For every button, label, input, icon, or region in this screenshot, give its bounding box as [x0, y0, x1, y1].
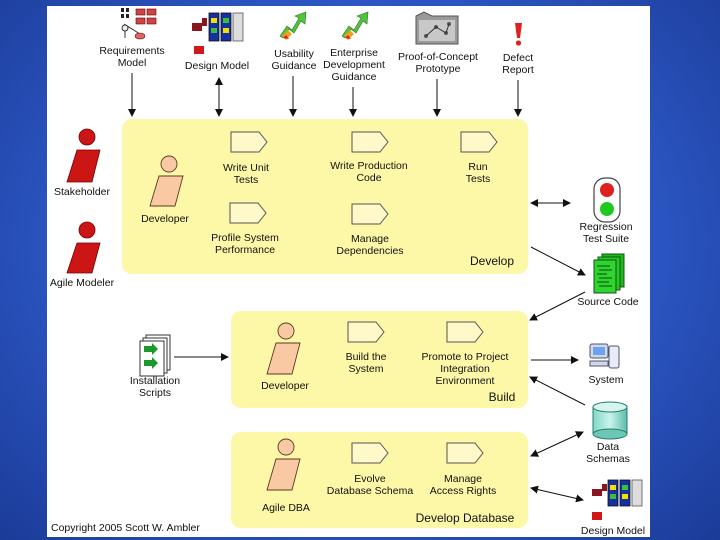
requirements-model-icon	[121, 8, 157, 40]
develop-database-title: Develop Database	[415, 511, 515, 525]
run-tests-shape	[460, 131, 498, 153]
installation-scripts-label: Installation Scripts	[129, 375, 181, 399]
evolve-schema-shape	[351, 442, 389, 464]
agile-dba-label: Agile DBA	[262, 502, 310, 514]
develop-title: Develop	[469, 254, 515, 268]
build-system-shape	[347, 321, 385, 343]
requirements-model-label: Requirements Model	[99, 45, 165, 69]
installation-scripts-icon	[139, 334, 171, 377]
poc-prototype-label: Proof-of-Concept Prototype	[398, 51, 478, 75]
arrow-source-to-build	[529, 291, 586, 321]
write-unit-tests-label: Write Unit Tests	[223, 162, 269, 186]
stakeholder-icon	[66, 128, 101, 183]
promote-label: Promote to Project Integration Environme…	[421, 351, 509, 387]
regression-test-suite-icon	[593, 177, 621, 223]
write-production-code-shape	[351, 131, 389, 153]
data-schemas-label: Data Schemas	[586, 441, 630, 465]
stakeholder-label: Stakeholder	[53, 186, 111, 198]
defect-report-icon	[515, 23, 522, 46]
regression-test-suite-label: Regression Test Suite	[579, 221, 633, 245]
promote-shape	[446, 321, 484, 343]
enterprise-guidance-label: Enterprise Development Guidance	[323, 47, 385, 83]
agile-modeler-icon	[66, 221, 101, 274]
developer-icon	[149, 155, 184, 207]
manage-dependencies-label: Manage Dependencies	[336, 233, 404, 257]
arrows	[128, 73, 586, 503]
arrow-dbdev-design	[530, 485, 584, 503]
write-production-code-label: Write Production Code	[330, 160, 408, 184]
manage-access-label: Manage Access Rights	[429, 473, 497, 497]
enterprise-guidance-icon	[341, 11, 369, 40]
source-code-label: Source Code	[577, 296, 639, 308]
build-developer-icon	[266, 322, 301, 375]
copyright-text: Copyright 2005 Scott W. Ambler	[51, 522, 200, 534]
arrow-schemas-to-build	[529, 376, 586, 406]
arrow-develop-to-source	[530, 246, 586, 276]
run-tests-label: Run Tests	[465, 161, 491, 185]
data-schemas-icon	[592, 401, 628, 440]
agile-dba-icon	[266, 438, 301, 491]
profile-performance-label: Profile System Performance	[211, 232, 279, 256]
proof-of-concept-prototype-icon	[415, 11, 459, 45]
usability-guidance-icon	[279, 11, 307, 40]
defect-report-label: Defect Report	[502, 52, 534, 76]
develop-box	[122, 119, 528, 274]
evolve-schema-label: Evolve Database Schema	[326, 473, 414, 497]
design-model-label: Design Model	[184, 60, 250, 72]
profile-performance-shape	[229, 202, 267, 224]
write-unit-tests-shape	[230, 131, 268, 153]
build-title: Build	[488, 390, 516, 404]
developer-label: Developer	[141, 213, 189, 225]
manage-dependencies-shape	[351, 203, 389, 225]
design-model-bottom-label: Design Model	[580, 525, 646, 537]
manage-access-shape	[446, 442, 484, 464]
system-icon	[589, 343, 620, 369]
usability-guidance-label: Usability Guidance	[271, 48, 317, 72]
design-model-icon	[192, 12, 244, 54]
agile-modeler-label: Agile Modeler	[49, 277, 115, 289]
build-system-label: Build the System	[345, 351, 387, 375]
build-developer-label: Developer	[261, 380, 309, 392]
system-label: System	[588, 374, 624, 386]
arrow-dbdev-schemas	[530, 431, 584, 457]
source-code-icon	[593, 253, 625, 294]
design-model-bottom-icon	[592, 479, 643, 520]
